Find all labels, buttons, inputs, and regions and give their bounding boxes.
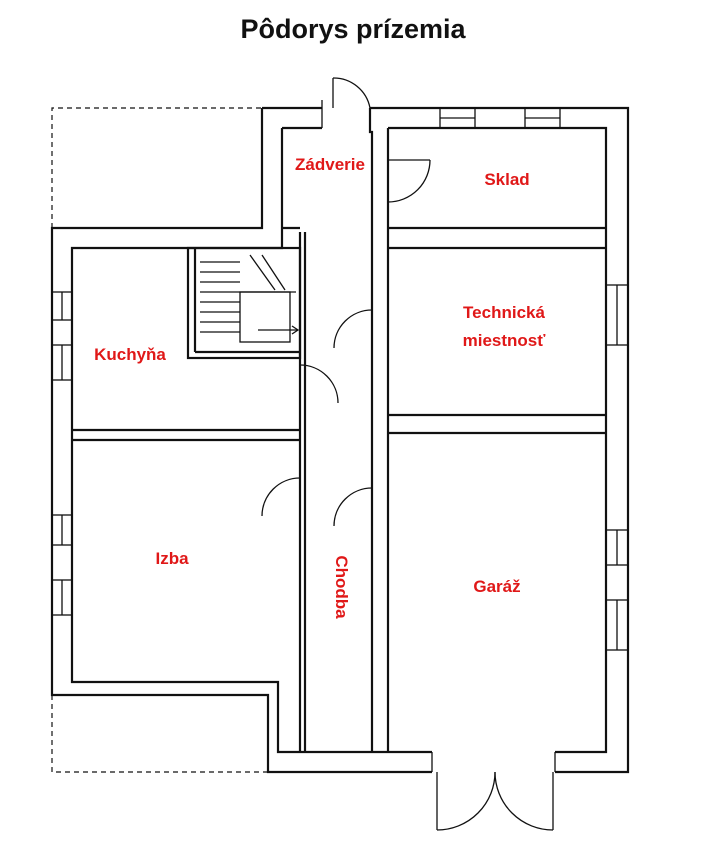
room-label-technicka-line2: miestnosť bbox=[463, 331, 547, 350]
room-label-zadverie: Zádverie bbox=[295, 155, 365, 174]
room-label-technicka-line1: Technická bbox=[463, 303, 545, 322]
room-label-kuchyna: Kuchyňa bbox=[94, 345, 166, 364]
staircase bbox=[200, 254, 300, 343]
corridor-walls bbox=[298, 108, 390, 752]
interior-walls bbox=[72, 226, 606, 442]
room-label-garaz: Garáž bbox=[473, 577, 520, 596]
room-label-sklad: Sklad bbox=[484, 170, 529, 189]
windows bbox=[51, 107, 629, 651]
exterior-walls bbox=[50, 106, 630, 774]
room-label-chodba: Chodba bbox=[332, 555, 351, 619]
doors bbox=[261, 77, 556, 831]
terrace-outline bbox=[51, 107, 268, 773]
plan-title: Pôdorys prízemia bbox=[240, 14, 466, 44]
room-label-izba: Izba bbox=[155, 549, 189, 568]
